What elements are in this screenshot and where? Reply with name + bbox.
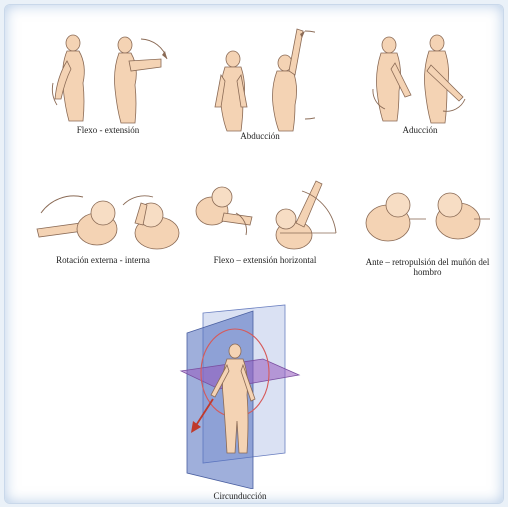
panel-ante-retropulsion: Ante – retropulsión del muñón del hombro [360,185,495,295]
circumduction-figure [175,303,305,489]
caption-flexo-extension: Flexo - extensión [43,125,173,135]
caption-aduccion: Aducción [365,125,475,135]
panel-flexo-horizontal: Flexo – extensión horizontal [190,173,340,283]
antepulsion-figure [360,185,495,253]
adduction-figure [365,25,475,133]
caption-abduccion: Abducción [205,131,315,141]
horizontal-flexion-figure [190,173,340,255]
caption-flexo-horizontal: Flexo – extensión horizontal [190,255,340,265]
rotation-figure [23,183,183,255]
diagram-frame: Flexo - extensión Abducción Aducc [4,4,504,504]
panel-abduccion: Abducción [205,25,315,145]
panel-aduccion: Aducción [365,25,475,145]
abduction-figure [205,25,315,133]
panel-rotacion: Rotación externa - interna [23,183,183,283]
shoulder-flexion-figure [43,25,173,125]
caption-rotacion: Rotación externa - interna [23,255,183,265]
caption-ante-retropulsion: Ante – retropulsión del muñón del hombro [353,257,502,277]
caption-circunduccion: Circunducción [175,491,305,501]
panel-circunduccion: Circunducción [175,303,305,503]
panel-flexo-extension: Flexo - extensión [43,25,173,140]
